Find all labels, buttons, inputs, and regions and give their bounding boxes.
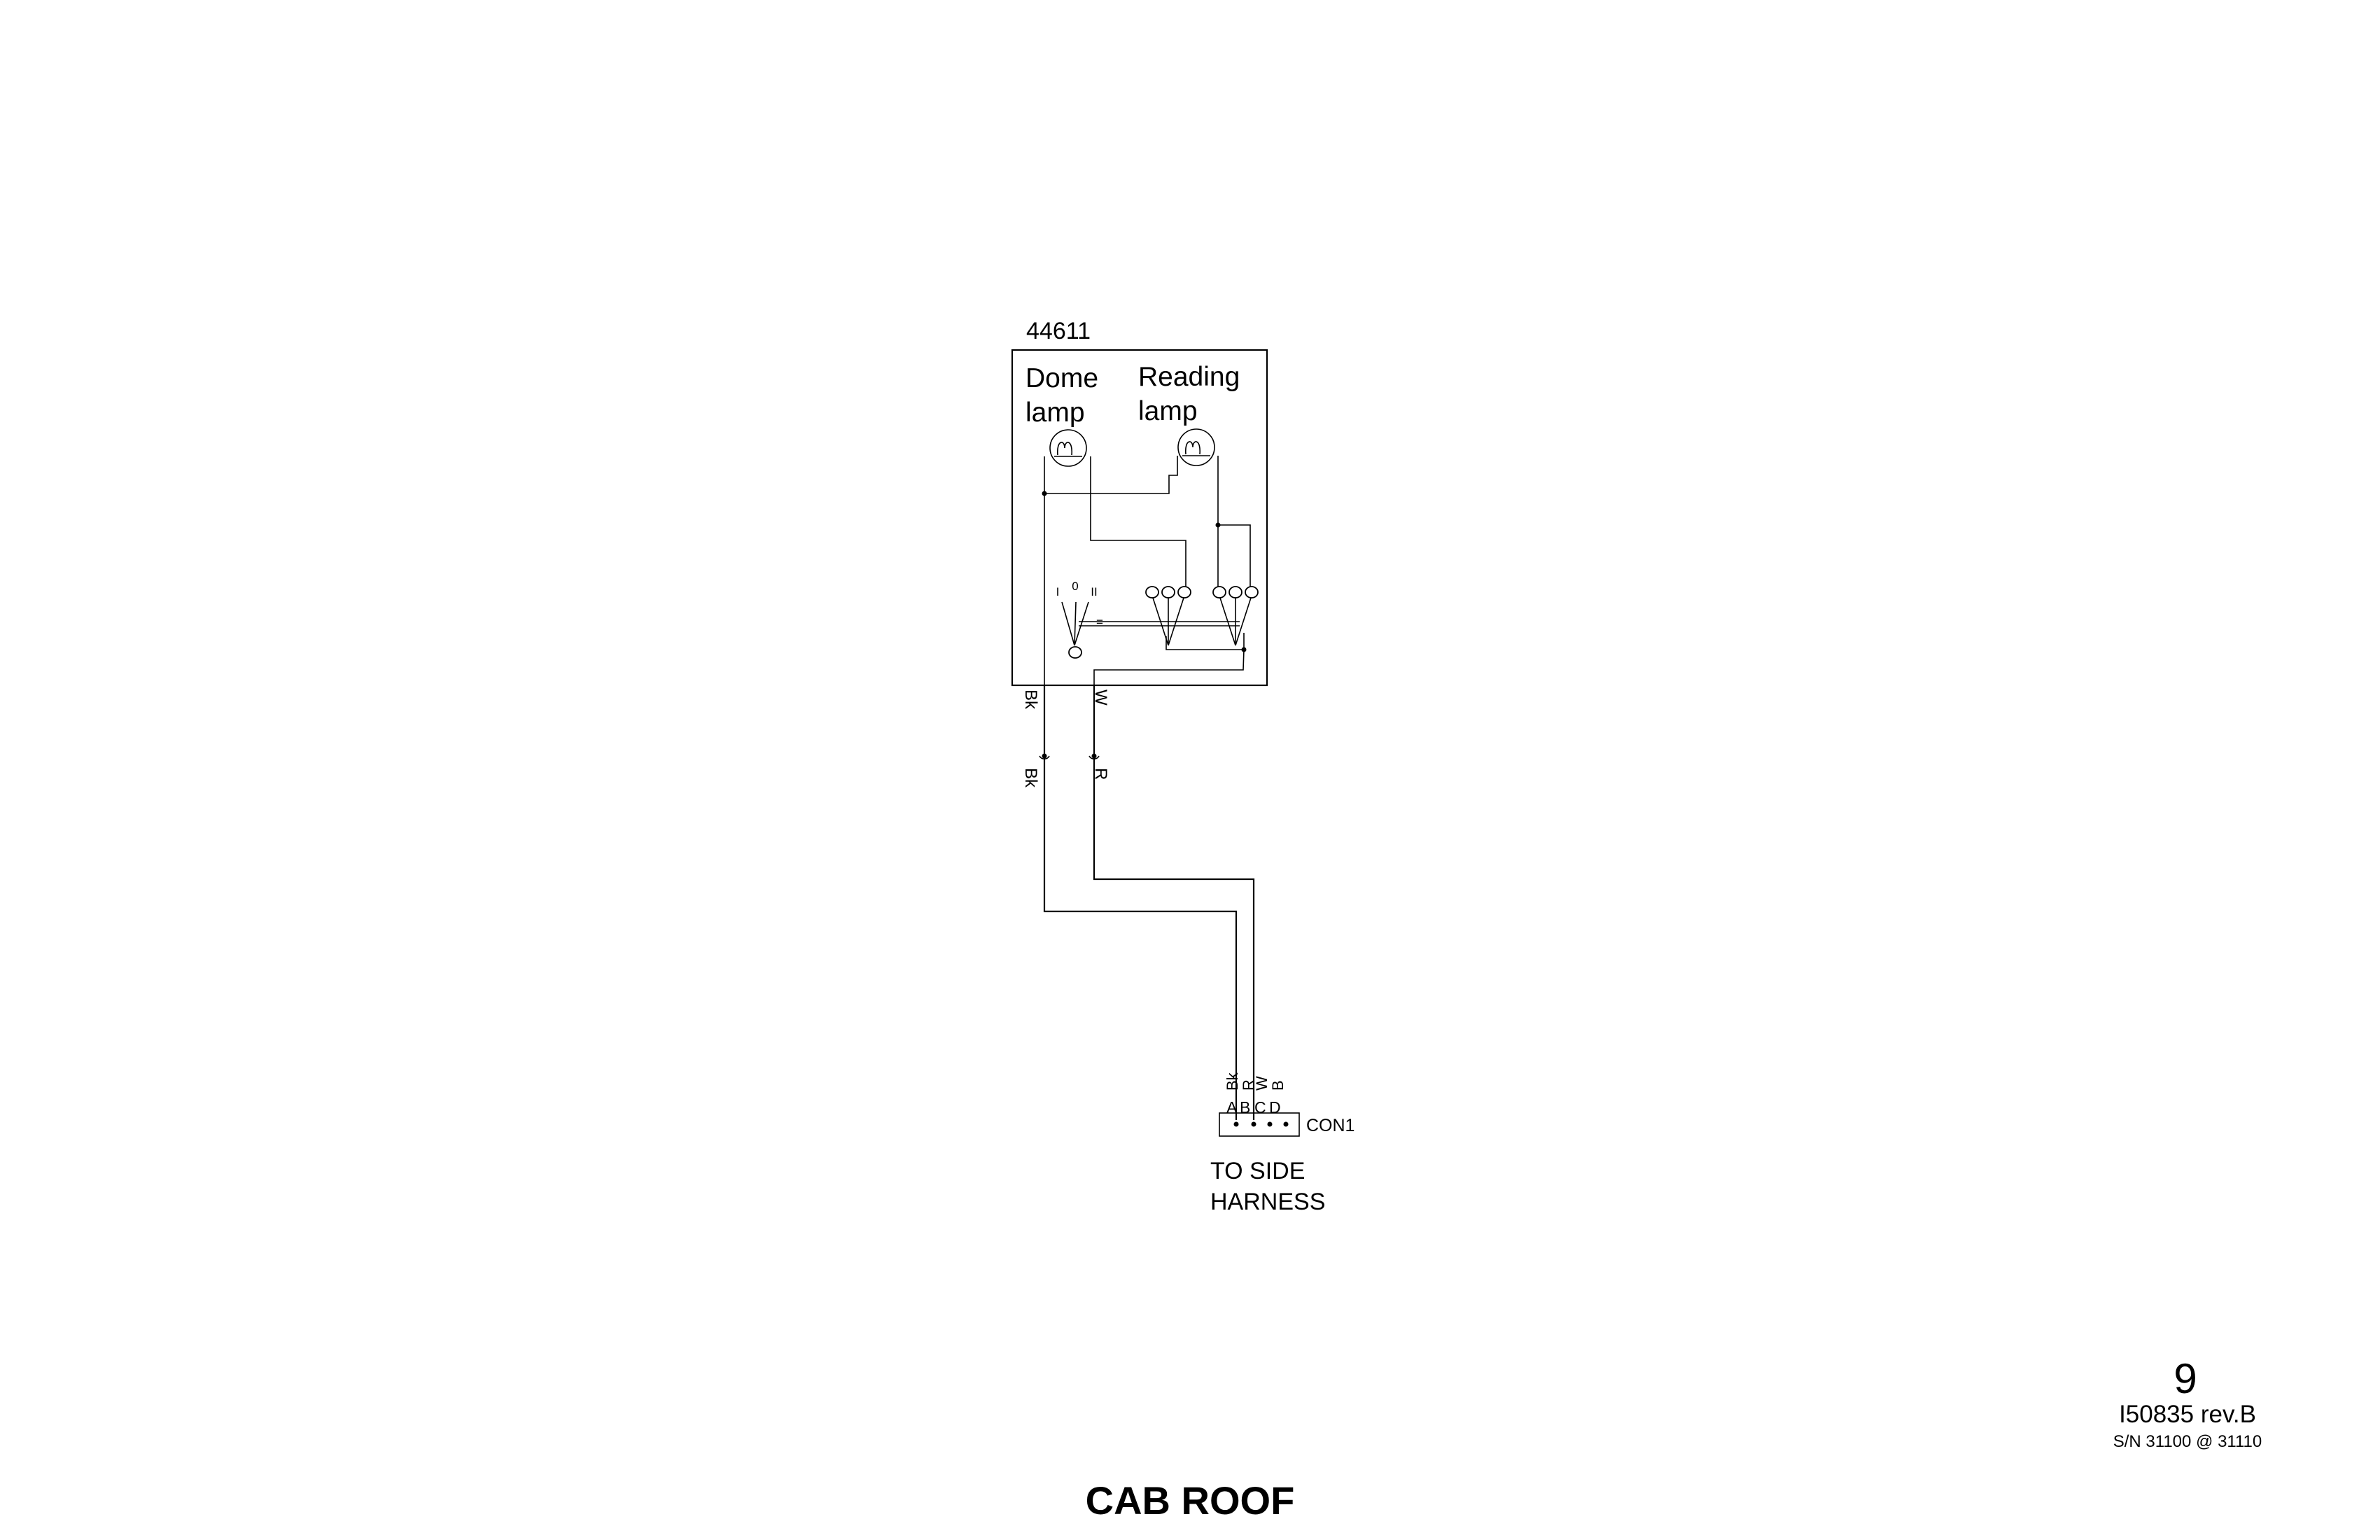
reading-lamp-bulb-icon bbox=[1177, 428, 1215, 466]
connector-pin bbox=[1233, 1121, 1239, 1127]
three-position-switch: I 0 II = bbox=[1056, 580, 1103, 659]
splice-black bbox=[1039, 753, 1050, 760]
dome-lamp-label-line2: lamp bbox=[1026, 398, 1085, 428]
page-number: 9 bbox=[2174, 1355, 2197, 1402]
switch-contacts-right bbox=[1212, 586, 1259, 646]
switch-mark: = bbox=[1096, 615, 1103, 629]
connector-pin-label: A bbox=[1226, 1098, 1238, 1116]
connector-con1: Bk R W B A B C D CON1 bbox=[1219, 1072, 1354, 1137]
connector-pin-label: B bbox=[1240, 1098, 1250, 1116]
connector-pin bbox=[1283, 1121, 1289, 1127]
wire-label-white-upper: W bbox=[1091, 690, 1110, 706]
wire-label-red-lower: R bbox=[1091, 768, 1110, 780]
junction-dot bbox=[1042, 491, 1047, 496]
connector-pin bbox=[1267, 1121, 1273, 1127]
wire-label-black-upper: Bk bbox=[1021, 690, 1040, 710]
reading-lamp-label-line1: Reading bbox=[1138, 362, 1240, 392]
internal-wiring bbox=[1043, 456, 1251, 689]
connector-name: CON1 bbox=[1306, 1116, 1354, 1135]
junction-dot bbox=[1241, 647, 1247, 652]
connector-wire-label: Bk bbox=[1224, 1072, 1241, 1091]
switch-position-label: 0 bbox=[1072, 580, 1078, 593]
connector-destination-line2: HARNESS bbox=[1210, 1189, 1325, 1215]
connector-pin-label: D bbox=[1269, 1098, 1281, 1116]
splice-red bbox=[1088, 753, 1100, 760]
switch-position-label: II bbox=[1091, 585, 1097, 598]
document-revision: I50835 rev.B bbox=[2119, 1401, 2256, 1428]
connector-wire-label: B bbox=[1269, 1080, 1287, 1091]
dome-lamp-bulb-icon bbox=[1049, 429, 1087, 467]
external-wiring bbox=[1043, 685, 1255, 1120]
connector-pin-label: C bbox=[1254, 1098, 1266, 1116]
serial-range: S/N 31100 @ 31110 bbox=[2113, 1432, 2262, 1451]
connector-pin bbox=[1251, 1121, 1256, 1127]
connector-wire-label: R bbox=[1240, 1079, 1257, 1091]
sheet-title: CAB ROOF bbox=[1086, 1478, 1295, 1522]
switch-contacts-left bbox=[1145, 586, 1191, 646]
junction-dot bbox=[1215, 522, 1221, 528]
wire-label-black-lower: Bk bbox=[1021, 768, 1040, 788]
lamp-assembly-part-number: 44611 bbox=[1026, 318, 1091, 344]
connector-wire-label: W bbox=[1253, 1076, 1270, 1091]
switch-position-label: I bbox=[1056, 585, 1060, 598]
connector-destination-line1: TO SIDE bbox=[1210, 1158, 1305, 1184]
lamp-assembly-box bbox=[1011, 349, 1268, 687]
connector-body bbox=[1219, 1112, 1300, 1137]
dome-lamp-label-line1: Dome bbox=[1026, 363, 1098, 393]
reading-lamp-label-line2: lamp bbox=[1138, 396, 1198, 426]
